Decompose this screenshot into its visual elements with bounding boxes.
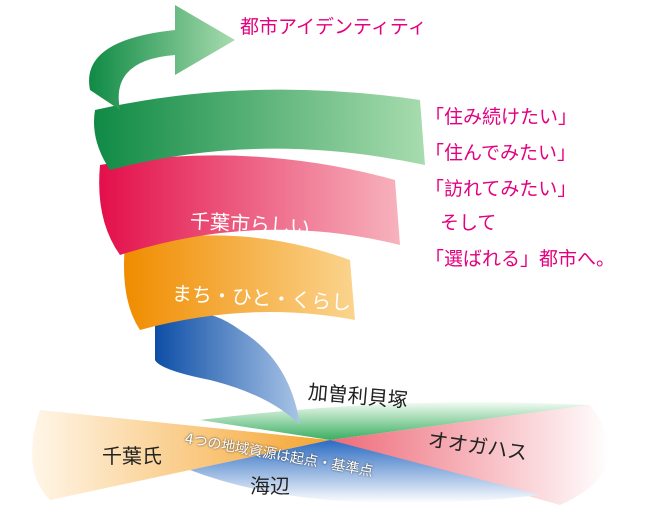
- blue-ribbon: [155, 312, 300, 425]
- green-arrow: [89, 5, 235, 110]
- slogan-line: 「住み続けたい」: [425, 106, 578, 128]
- slogan-line: そして: [440, 212, 497, 234]
- green-band: [94, 89, 425, 170]
- fan-left-orange: [32, 410, 330, 500]
- diagram-title: 都市アイデンティティ: [240, 16, 427, 38]
- orange-band: [124, 235, 355, 330]
- red-band-label: 千葉市らしい: [189, 208, 311, 240]
- slogan-line: 「住んでみたい」: [425, 142, 577, 164]
- fan-right-red: [330, 405, 610, 505]
- fan-bottom-blue: [190, 440, 540, 504]
- resource-fan: [32, 402, 610, 505]
- red-band: [99, 155, 400, 255]
- resource-chiba-clan: 千葉氏: [102, 444, 162, 468]
- fan-top-green: [200, 402, 590, 440]
- resource-seaside: 海辺: [250, 474, 290, 498]
- slogan-line: 「選ばれる」都市へ。: [425, 248, 616, 270]
- slogan-line: 「訪れてみたい」: [425, 178, 577, 200]
